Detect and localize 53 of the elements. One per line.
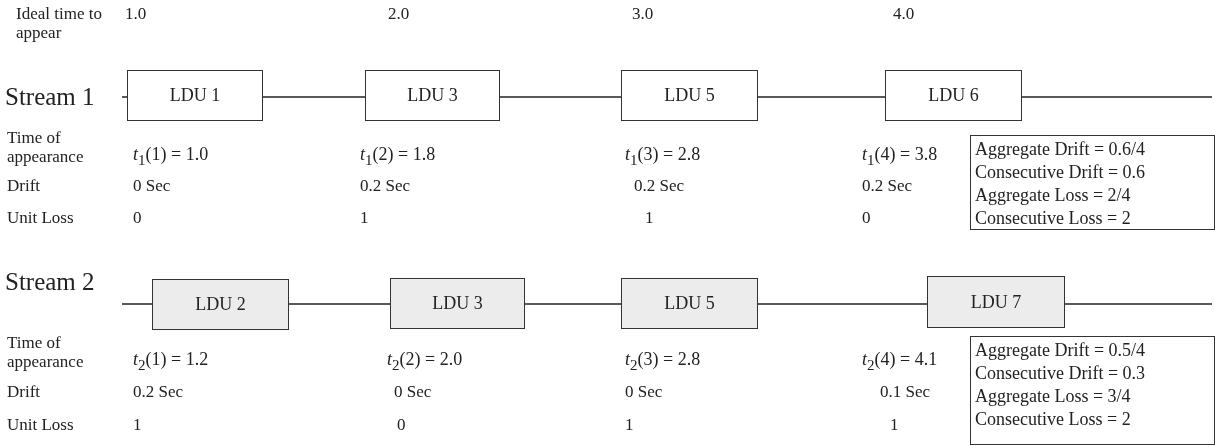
row-label: Drift (7, 176, 42, 195)
value-text: 0.2 Sec (634, 176, 685, 195)
value-text: t$_{2}$(3) = 2.8 (625, 350, 701, 375)
value-text: 0.1 Sec (880, 382, 931, 401)
value-text: t$_{1}$(4) = 3.8 (862, 145, 938, 170)
value-text: t$_{1}$(1) = 1.0 (133, 145, 209, 170)
value-text: 0 Sec (394, 382, 432, 401)
summary-line: Consecutive Drift = 0.6 (975, 161, 1147, 184)
ldu-box: LDU 2 (152, 279, 289, 330)
ldu-box: LDU 5 (621, 278, 758, 329)
summary-line: Consecutive Drift = 0.3 (975, 362, 1147, 385)
value-text: 1 (133, 415, 142, 434)
value-text: t$_{2}$(4) = 4.1 (862, 350, 938, 375)
value-text: 0 (397, 415, 406, 434)
value-text: t$_{1}$(3) = 2.8 (625, 145, 701, 170)
time-value: 1.0 (125, 4, 147, 23)
value-text: t$_{1}$(2) = 1.8 (360, 145, 436, 170)
value-text: 1 (360, 208, 369, 227)
row-label: Drift (7, 382, 42, 401)
summary-box (970, 336, 1215, 445)
summary-line: Aggregate Drift = 0.5/4 (975, 339, 1147, 362)
row-label: Time of appearance (7, 128, 85, 166)
value-text: 0.2 Sec (360, 176, 411, 195)
value-text: t$_{2}$(2) = 2.0 (387, 350, 463, 375)
ldu-box: LDU 5 (621, 70, 758, 121)
ldu-box: LDU 7 (927, 276, 1065, 328)
row-label: Unit Loss (7, 208, 75, 227)
value-text: 1 (890, 415, 899, 434)
summary-line: Aggregate Drift = 0.6/4 (975, 138, 1147, 161)
summary-box (970, 135, 1215, 230)
time-value: 4.0 (893, 4, 915, 23)
time-value: 2.0 (388, 4, 410, 23)
value-text: 0.2 Sec (133, 382, 184, 401)
summary-line: Aggregate Loss = 2/4 (975, 184, 1132, 207)
value-text: 0 Sec (133, 176, 171, 195)
value-text: 0.2 Sec (862, 176, 913, 195)
summary-line: Aggregate Loss = 3/4 (975, 385, 1132, 408)
row-label: Unit Loss (7, 415, 75, 434)
row-label: Ideal time to appear (16, 4, 103, 42)
time-value: 3.0 (632, 4, 654, 23)
value-text: 1 (625, 415, 634, 434)
ldu-box: LDU 3 (390, 278, 525, 329)
value-text: 0 (862, 208, 871, 227)
summary-line: Consecutive Loss = 2 (975, 408, 1132, 431)
value-text: 1 (645, 208, 654, 227)
value-text: 0 (133, 208, 142, 227)
value-text: t$_{2}$(1) = 1.2 (133, 350, 209, 375)
ldu-box: LDU 3 (365, 70, 500, 121)
value-text: 0 Sec (625, 382, 663, 401)
ldu-box: LDU 1 (127, 70, 263, 121)
summary-line: Consecutive Loss = 2 (975, 207, 1132, 230)
row-label: Time of appearance (7, 333, 85, 371)
ldu-box: LDU 6 (885, 70, 1022, 121)
